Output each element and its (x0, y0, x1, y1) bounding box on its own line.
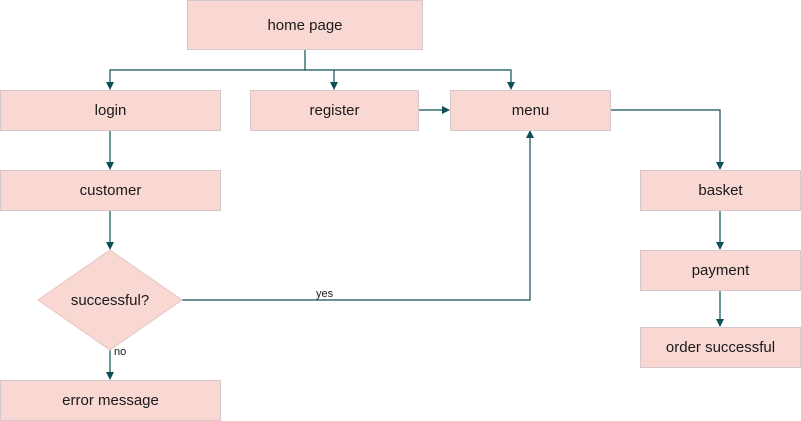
node-basket: basket (640, 170, 801, 211)
node-error-message-label: error message (62, 392, 159, 409)
node-payment: payment (640, 250, 801, 291)
edge-home-to-menu (334, 69, 515, 90)
node-login: login (0, 90, 221, 131)
node-menu: menu (450, 90, 611, 131)
edge-home-to-register (305, 69, 338, 90)
edge-label-yes: yes (316, 288, 334, 300)
node-order-successful-label: order successful (665, 339, 776, 356)
node-order-successful: order successful (640, 327, 801, 368)
node-successful-label: successful? (70, 291, 150, 309)
edge-label-no: no (114, 346, 127, 358)
node-register: register (250, 90, 419, 131)
node-home-page-label: home page (267, 16, 343, 34)
node-login-label: login (94, 102, 127, 119)
edge-menu-to-basket (610, 109, 724, 170)
edge-decision-yes-to-menu (182, 130, 534, 301)
node-customer: customer (0, 170, 221, 211)
node-register-label: register (309, 102, 360, 119)
node-customer-label: customer (79, 182, 142, 199)
node-basket-label: basket (698, 182, 743, 199)
node-home-page: home page (187, 0, 423, 50)
node-successful-label-wrap: successful? (38, 250, 182, 350)
node-error-message: error message (0, 380, 221, 421)
node-menu-label: menu (511, 102, 550, 119)
node-payment-label: payment (691, 262, 750, 279)
edge-home-to-login (106, 50, 306, 90)
decision-diamond (37, 249, 183, 351)
